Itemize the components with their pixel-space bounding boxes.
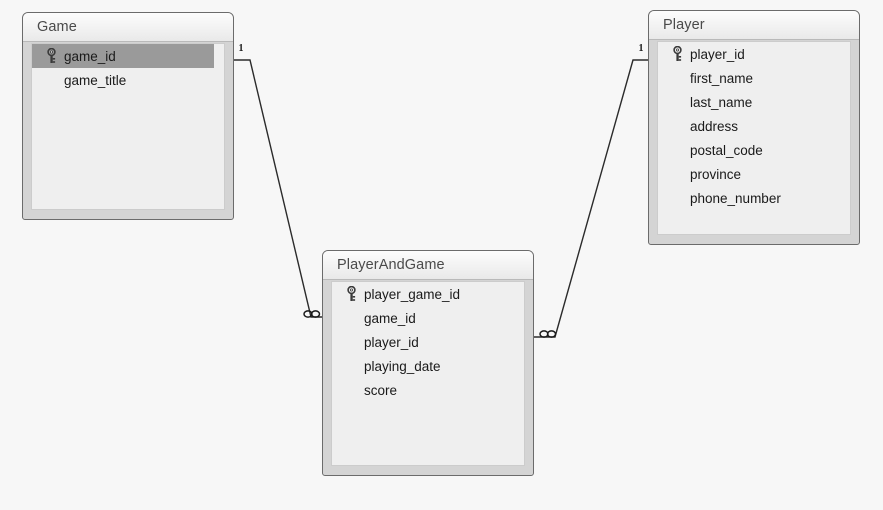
primary-key-icon [342,285,360,303]
entity-header-player[interactable]: Player [649,11,859,40]
field-name: phone_number [690,190,781,206]
entity-header-player_and_game[interactable]: PlayerAndGame [323,251,533,280]
field-row[interactable]: province [658,162,850,186]
relationship-line [234,59,325,318]
field-name: player_id [364,334,419,350]
entity-field-list-game: game_id game_title [31,43,225,210]
entity-title: Player [663,17,705,33]
primary-key-icon-svg [346,286,356,301]
field-name: game_id [64,48,116,64]
field-row[interactable]: score [332,378,524,402]
cardinality-many-game-side [303,310,321,318]
field-name: province [690,166,742,182]
field-name: player_id [690,46,745,62]
field-row[interactable]: address [658,114,850,138]
field-row[interactable]: player_id [658,42,850,66]
field-name: player_game_id [364,286,461,302]
cardinality-one-player: 1 [639,43,644,54]
field-name: first_name [690,70,754,86]
field-name: game_id [364,310,416,326]
field-row[interactable]: phone_number [658,186,850,210]
field-row[interactable]: player_game_id [332,282,524,306]
field-name: address [690,118,739,134]
field-row[interactable]: last_name [658,90,850,114]
field-name: score [364,382,398,398]
primary-key-icon [42,47,60,65]
field-row[interactable]: player_id [332,330,524,354]
entity-table-game[interactable]: Game game_id game_title [22,12,234,220]
primary-key-icon [668,45,686,63]
relationship-line [531,59,648,338]
field-name: playing_date [364,358,441,374]
field-name: game_title [64,72,127,88]
entity-title: Game [37,19,77,35]
field-row[interactable]: game_id [32,44,214,68]
field-name: last_name [690,94,753,110]
primary-key-icon-svg [672,46,682,61]
field-name: postal_code [690,142,763,158]
entity-field-list-player_and_game: player_game_id game_id player_id playing_da… [331,281,525,466]
relationship-game-playerandgame: 1 [234,43,325,318]
entity-header-game[interactable]: Game [23,13,233,42]
field-row[interactable]: playing_date [332,354,524,378]
cardinality-many-player-side [539,330,557,338]
field-row[interactable]: game_title [32,68,224,92]
primary-key-icon-svg [46,48,56,63]
cardinality-one-game: 1 [239,43,244,54]
relationship-player-playerandgame: 1 [531,43,648,338]
field-row[interactable]: first_name [658,66,850,90]
field-row[interactable]: postal_code [658,138,850,162]
entity-title: PlayerAndGame [337,257,445,273]
field-row[interactable]: game_id [332,306,524,330]
